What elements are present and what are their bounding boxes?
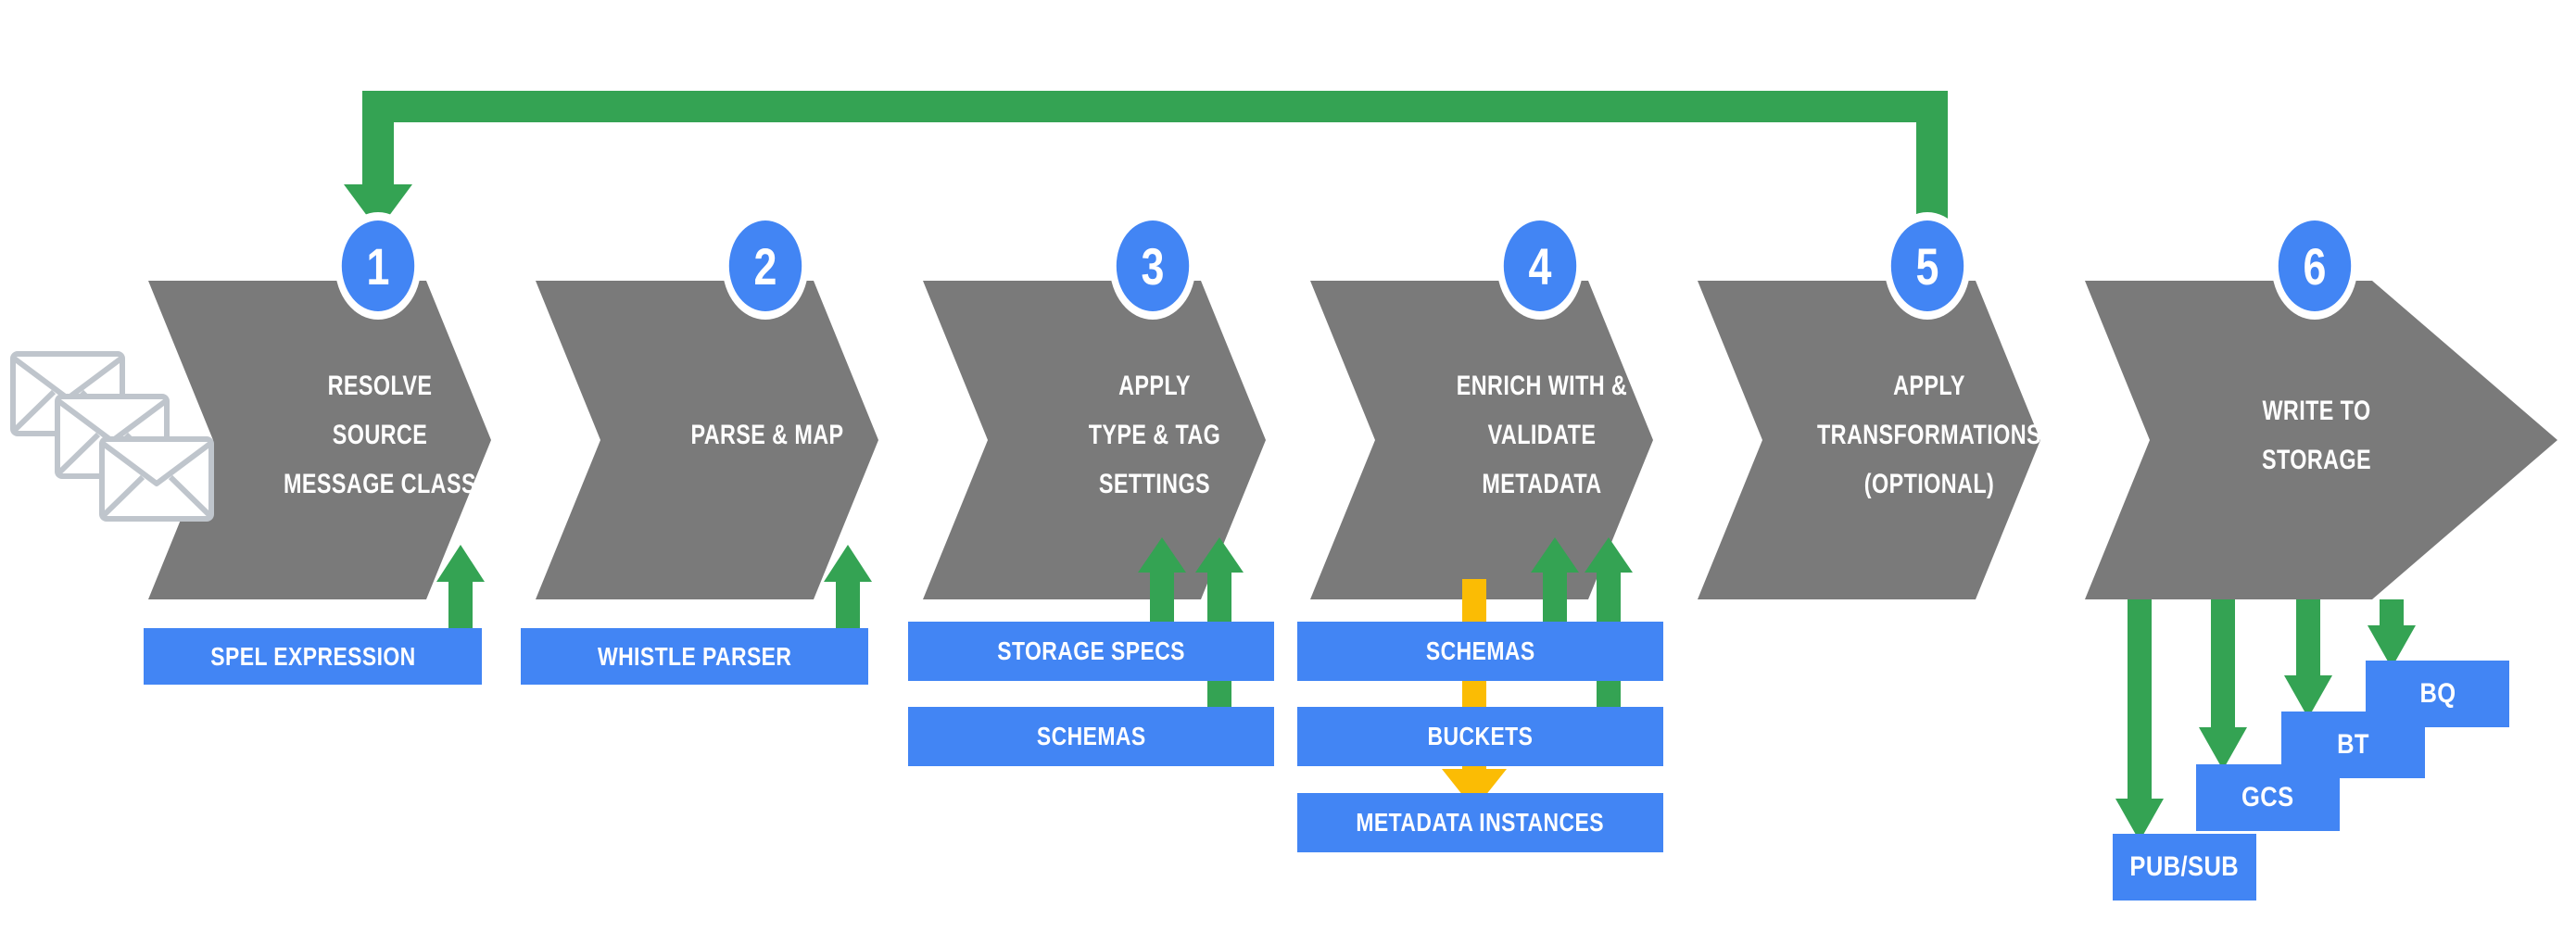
up-arrow-stage-4-buckets <box>1531 537 1579 630</box>
output-label: BQ <box>2418 678 2456 709</box>
stage-number-4: 4 <box>1528 236 1552 296</box>
stage-circle-2[interactable]: 2 <box>728 220 802 311</box>
resource-label: SCHEMAS <box>1425 636 1535 665</box>
down-arrow-gcs <box>2199 599 2247 770</box>
resource-label: SPEL EXPRESSION <box>209 641 416 671</box>
stage-circle-1[interactable]: 1 <box>341 220 415 311</box>
down-arrow-bt <box>2284 599 2332 718</box>
up-arrow-stage-3-storage-specs <box>1138 537 1186 630</box>
stage-chevron-1 <box>148 281 491 599</box>
resource-label: BUCKETS <box>1427 722 1534 750</box>
stage-circle-3[interactable]: 3 <box>1116 220 1190 311</box>
stage-chevron-6 <box>2085 281 2557 599</box>
resource-box-schemas-stage4[interactable]: SCHEMAS <box>1297 622 1663 681</box>
resource-box-whistle-parser[interactable]: WHISTLE PARSER <box>521 628 868 685</box>
stage-number-5: 5 <box>1915 236 1939 296</box>
resource-box-metadata-instances[interactable]: METADATA INSTANCES <box>1297 793 1663 852</box>
resource-box-spel-expression[interactable]: SPEL EXPRESSION <box>144 628 482 685</box>
output-box-pub-sub[interactable]: PUB/SUB <box>2113 834 2256 901</box>
stage-number-6: 6 <box>2303 236 2327 296</box>
stage-circle-6[interactable]: 6 <box>2278 220 2352 311</box>
down-arrow-pub-sub <box>2115 599 2164 841</box>
stage-chevron-5 <box>1698 281 2040 599</box>
stage-number-2: 2 <box>753 236 777 296</box>
stage-chevron-4 <box>1310 281 1653 599</box>
output-label: PUB/SUB <box>2129 851 2240 882</box>
resource-label: SCHEMAS <box>1036 722 1146 750</box>
output-label: GCS <box>2241 782 2294 812</box>
output-box-bq[interactable]: BQ <box>2366 661 2509 727</box>
stage-chevron-2 <box>536 281 878 599</box>
up-arrow-stage-1 <box>436 545 485 628</box>
resource-label: METADATA INSTANCES <box>1356 808 1605 837</box>
up-arrow-stage-4-schemas <box>1585 537 1633 719</box>
stage-chevron-3 <box>923 281 1266 599</box>
resource-box-buckets[interactable]: BUCKETS <box>1297 707 1663 766</box>
resource-box-storage-specs[interactable]: STORAGE SPECS <box>908 622 1274 681</box>
envelopes-icon <box>10 351 214 522</box>
amber-connector-schemas-buckets-metadata <box>1442 579 1507 810</box>
resource-box-schemas-stage3[interactable]: SCHEMAS <box>908 707 1274 766</box>
up-arrow-stage-2 <box>824 545 872 628</box>
stage-number-1: 1 <box>366 236 390 296</box>
stage-circle-4[interactable]: 4 <box>1503 220 1577 311</box>
down-arrow-bq <box>2368 599 2416 668</box>
feedback-loop-arrow <box>344 91 1948 236</box>
stage-circle-5[interactable]: 5 <box>1890 220 1964 311</box>
output-label: BT <box>2337 729 2369 760</box>
resource-label: WHISTLE PARSER <box>597 641 792 671</box>
stage-number-3: 3 <box>1141 236 1165 296</box>
resource-label: STORAGE SPECS <box>997 636 1185 665</box>
envelope-icon-3 <box>99 436 214 522</box>
